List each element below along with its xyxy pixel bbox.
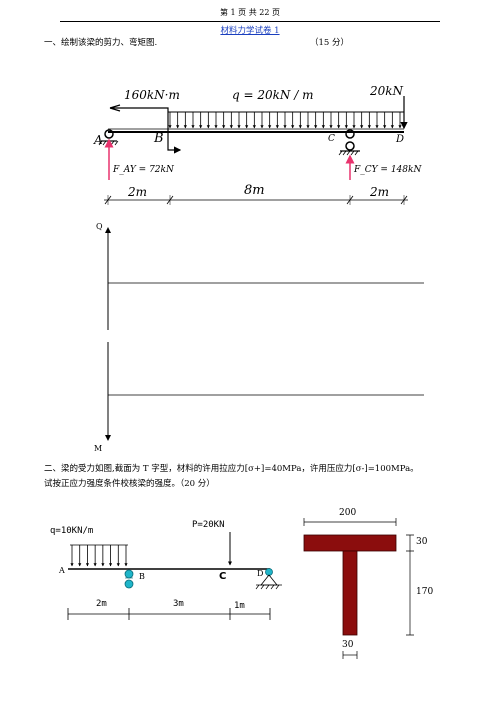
tsection-width-label: 200 — [339, 508, 357, 518]
q2-point-b: B — [139, 572, 145, 581]
force-label: 20kN — [370, 84, 404, 98]
point-c-label: C — [328, 134, 335, 144]
t-section — [303, 518, 414, 659]
load-label: q = 20kN / m — [232, 88, 314, 102]
beam-1 — [108, 128, 404, 133]
axis-q-label: Q — [96, 222, 103, 231]
support-d — [255, 568, 282, 590]
q2-point-c: C — [219, 571, 227, 582]
question-2-prompt-line1: 二、梁的受力如图,截面为 T 字型，材料的许用拉应力[σ+]=40MPa，许用压… — [44, 464, 419, 474]
tsection-web-label: 30 — [342, 640, 354, 650]
q2-dimension-2: 3m — [173, 599, 184, 609]
header-rule — [60, 21, 440, 22]
axis-m-label: M — [94, 444, 103, 453]
q2-dimension-1: 2m — [96, 599, 107, 609]
applied-moment — [109, 104, 182, 154]
question-1-prompt: 一、绘制该梁的剪力、弯矩图. — [44, 38, 158, 48]
support-b — [124, 569, 134, 589]
tsection-height-label: 170 — [416, 587, 434, 597]
dimension-label-2: 8m — [244, 183, 265, 198]
shear-moment-axes — [105, 227, 424, 441]
point-b-label: B — [154, 131, 164, 146]
point-a-label: A — [94, 133, 103, 147]
page-header: 第 1 页 共 22 页 — [220, 8, 280, 17]
q2-point-d: D — [257, 569, 264, 578]
q2-force-label: P=20KN — [192, 520, 225, 530]
support-c — [338, 129, 360, 156]
reaction-c-label: F_CY = 148kN — [354, 165, 422, 175]
q2-dimension-3: 1m — [234, 601, 245, 611]
dimension-line-2 — [67, 608, 271, 620]
distributed-load-q2 — [70, 544, 128, 567]
q2-point-a: A — [59, 566, 65, 575]
moment-label: 160kN·m — [124, 88, 180, 102]
point-d-label: D — [396, 134, 405, 145]
dimension-line-1 — [104, 195, 408, 205]
question-1-score: （15 分） — [310, 38, 350, 48]
dimension-label-3: 2m — [370, 185, 390, 199]
exam-title-link[interactable]: 材料力学试卷 1 — [220, 26, 280, 36]
distributed-load-q — [168, 111, 404, 129]
tsection-flange-label: 30 — [416, 537, 428, 547]
q2-load-label: q=10KN/m — [50, 526, 94, 536]
question-2-prompt-line2: 试按正应力强度条件校核梁的强度。（20 分） — [44, 479, 215, 489]
reaction-a-label: F_AY = 72kN — [113, 165, 174, 175]
dimension-label-1: 2m — [128, 185, 148, 199]
